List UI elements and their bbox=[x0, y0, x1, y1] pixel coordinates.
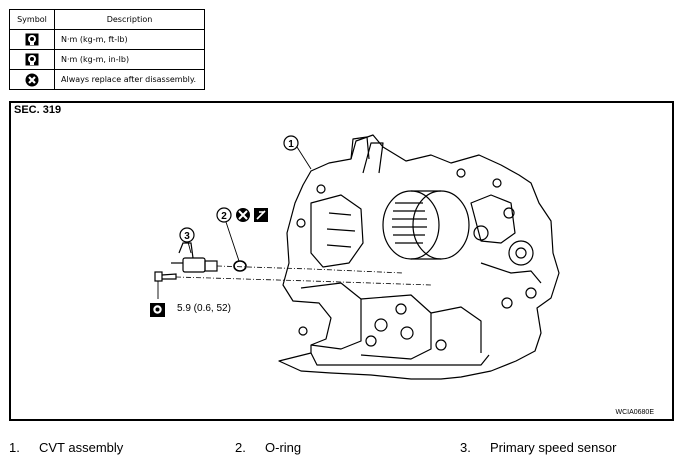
legend-header-description: Description bbox=[54, 9, 205, 30]
o-ring-part bbox=[233, 260, 247, 272]
legend-header-symbol: Symbol bbox=[9, 9, 55, 30]
part-name: Primary speed sensor bbox=[490, 440, 617, 455]
part-name: O-ring bbox=[265, 440, 302, 455]
section-label: SEC. 319 bbox=[14, 104, 62, 116]
part-name: CVT assembly bbox=[39, 440, 124, 455]
callout-3: 3 bbox=[184, 231, 190, 242]
lubricate-icon bbox=[254, 208, 268, 222]
cvt-illustration: 1 2 3 bbox=[150, 134, 560, 380]
symbol-legend-table: Symbol Description N·m (kg-m, ft-lb) N·m… bbox=[9, 9, 205, 90]
part-number: 3. bbox=[460, 440, 471, 455]
callout-2: 2 bbox=[221, 211, 227, 222]
list-item: 2. O-ring bbox=[235, 440, 301, 455]
torque-wrench-icon bbox=[25, 53, 39, 66]
torque-wrench-icon bbox=[25, 33, 39, 46]
oil-pan bbox=[310, 352, 490, 366]
oil-cooler bbox=[382, 190, 470, 260]
legend-symbol-cell bbox=[9, 49, 55, 70]
part-number: 2. bbox=[235, 440, 246, 455]
part-number: 1. bbox=[9, 440, 20, 455]
torque-spec: 5.9 (0.6, 52) bbox=[177, 303, 231, 314]
torque-wrench-icon bbox=[150, 303, 165, 317]
always-replace-icon bbox=[25, 73, 39, 86]
callout-1: 1 bbox=[288, 139, 294, 150]
legend-row: N·m (kg-m, in-lb) bbox=[9, 49, 205, 70]
figure-code: WCIA0680E bbox=[615, 409, 654, 416]
legend-row: Always replace after disassembly. bbox=[9, 69, 205, 90]
legend-row: N·m (kg-m, ft-lb) bbox=[9, 29, 205, 50]
parts-list: 1. CVT assembly 2. O-ring 3. Primary speed … bbox=[0, 440, 685, 460]
legend-description: Always replace after disassembly. bbox=[54, 69, 205, 90]
always-replace-icon bbox=[236, 208, 250, 222]
housing-ribs bbox=[310, 194, 364, 268]
legend-symbol-cell bbox=[9, 29, 55, 50]
legend-symbol-cell bbox=[9, 69, 55, 90]
cvt-housing-outline bbox=[278, 134, 560, 380]
legend-description: N·m (kg-m, in-lb) bbox=[54, 49, 205, 70]
list-item: 3. Primary speed sensor bbox=[460, 440, 616, 455]
speed-sensor-part bbox=[171, 242, 218, 273]
legend-description: N·m (kg-m, ft-lb) bbox=[54, 29, 205, 50]
list-item: 1. CVT assembly bbox=[9, 440, 123, 455]
legend-header-row: Symbol Description bbox=[9, 9, 205, 30]
exploded-view-figure: SEC. 319 bbox=[9, 101, 674, 421]
bolt-part bbox=[154, 271, 177, 282]
